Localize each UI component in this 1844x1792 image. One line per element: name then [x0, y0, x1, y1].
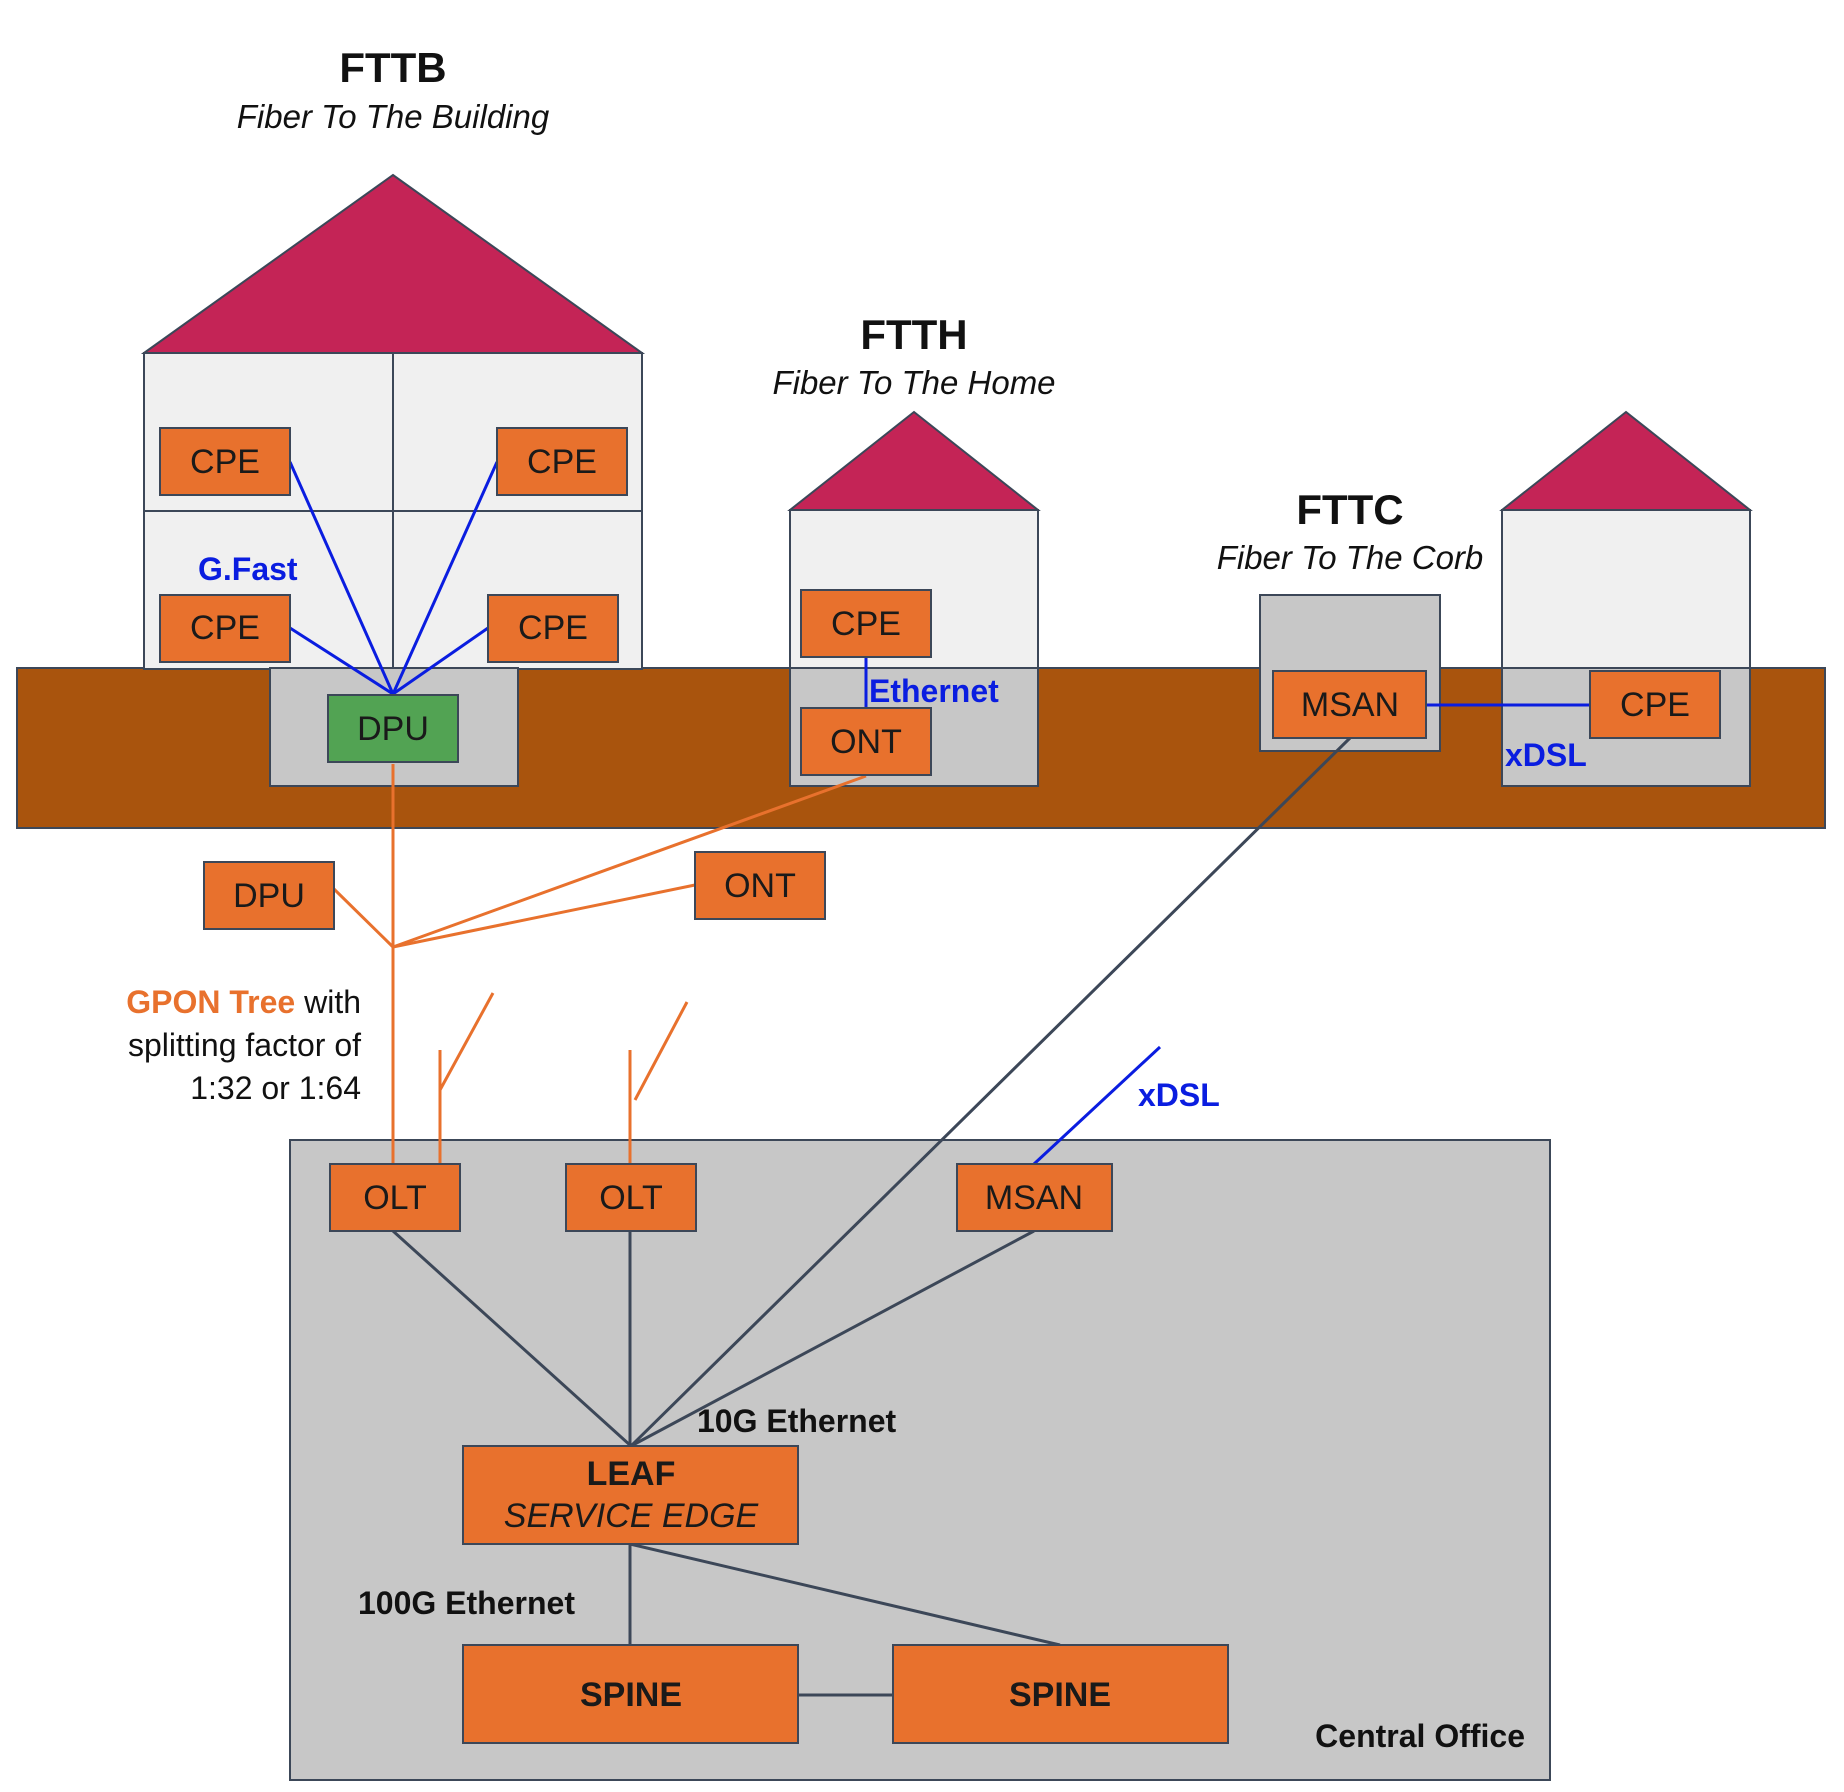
node-dpu-green[interactable]: DPU — [327, 694, 459, 763]
spine-label: SPINE — [580, 1676, 682, 1714]
gpon-with: with — [295, 984, 361, 1020]
olt-label: OLT — [599, 1179, 663, 1217]
cpe-label: CPE — [527, 443, 597, 481]
node-cpe-br[interactable]: CPE — [487, 594, 619, 663]
spine-label: SPINE — [1009, 1676, 1111, 1714]
msan-label: MSAN — [1301, 686, 1399, 724]
node-cpe-home[interactable]: CPE — [800, 589, 932, 658]
dpu-label: DPU — [357, 710, 429, 748]
cpe-label: CPE — [831, 605, 901, 643]
node-ont-mid[interactable]: ONT — [694, 851, 826, 920]
gpon-ratio-line: 1:32 or 1:64 — [190, 1070, 361, 1106]
node-cpe-right[interactable]: CPE — [1589, 670, 1721, 739]
ont-label: ONT — [724, 867, 796, 905]
gfast-label: G.Fast — [198, 551, 298, 587]
fttb-title: FTTB — [339, 44, 446, 91]
cpe-label: CPE — [1620, 686, 1690, 724]
ftth-title: FTTH — [860, 311, 967, 358]
ten-g-label: 10G Ethernet — [697, 1403, 897, 1439]
fttb-subtitle: Fiber To The Building — [237, 98, 550, 135]
node-spine-1[interactable]: SPINE — [462, 1644, 799, 1744]
xdsl-co-link — [1032, 1045, 1162, 1166]
ethernet-label: Ethernet — [869, 673, 999, 709]
xdsl-curb-label: xDSL — [1505, 737, 1587, 773]
hundred-g-label: 100G Ethernet — [358, 1585, 575, 1621]
ftth-subtitle: Fiber To The Home — [772, 364, 1055, 401]
node-olt-1[interactable]: OLT — [329, 1163, 461, 1232]
node-cpe-tl[interactable]: CPE — [159, 427, 291, 496]
gpon-tree-label: GPON Tree with — [126, 984, 361, 1020]
node-cpe-tr[interactable]: CPE — [496, 427, 628, 496]
xdsl-co-label: xDSL — [1138, 1077, 1220, 1113]
node-cpe-bl[interactable]: CPE — [159, 594, 291, 663]
fttc-subtitle: Fiber To The Corb — [1217, 539, 1484, 576]
node-olt-2[interactable]: OLT — [565, 1163, 697, 1232]
node-leaf[interactable]: LEAF SERVICE EDGE — [462, 1445, 799, 1545]
leaf-subtitle: SERVICE EDGE — [504, 1497, 759, 1535]
right-house-wall — [1501, 509, 1751, 671]
node-ont-home[interactable]: ONT — [800, 707, 932, 776]
msan-label: MSAN — [985, 1179, 1083, 1217]
right-house-roof — [1499, 410, 1753, 511]
gpon-split-line: splitting factor of — [128, 1027, 361, 1063]
dpu-label: DPU — [233, 877, 305, 915]
fttc-title: FTTC — [1296, 486, 1403, 533]
gpon-links — [332, 764, 867, 1164]
node-msan-co[interactable]: MSAN — [956, 1163, 1113, 1232]
node-dpu-mid[interactable]: DPU — [203, 861, 335, 930]
gpon-tree-highlight: GPON Tree — [126, 984, 295, 1020]
gfast-links — [288, 461, 499, 696]
node-spine-2[interactable]: SPINE — [892, 1644, 1229, 1744]
olt-label: OLT — [363, 1179, 427, 1217]
fttb-roof — [140, 173, 646, 354]
central-office-label: Central Office — [1315, 1718, 1525, 1754]
ftth-roof — [787, 410, 1041, 511]
backbone-links — [391, 736, 1352, 1697]
leaf-title: LEAF — [587, 1455, 676, 1493]
cpe-label: CPE — [518, 609, 588, 647]
cpe-label: CPE — [190, 609, 260, 647]
ont-label: ONT — [830, 723, 902, 761]
cpe-label: CPE — [190, 443, 260, 481]
node-msan-curb[interactable]: MSAN — [1272, 670, 1427, 739]
